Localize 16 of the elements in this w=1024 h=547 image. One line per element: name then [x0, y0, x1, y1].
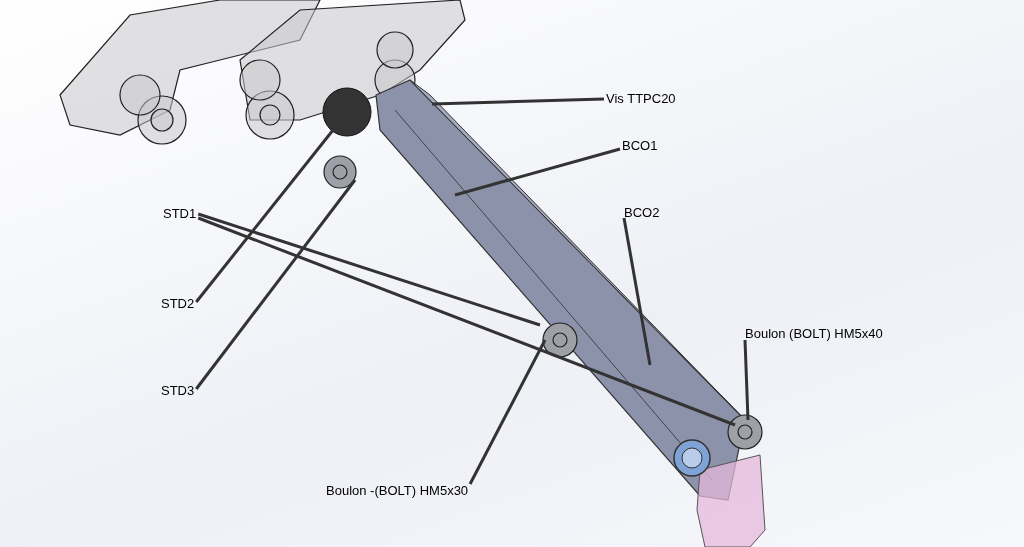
part-label: Vis TTPC20	[606, 91, 676, 106]
part-label: STD3	[161, 383, 195, 398]
part-label: STD1	[163, 206, 197, 221]
leader-line	[743, 339, 750, 421]
leader-line	[622, 217, 652, 366]
part-label: BCO1	[622, 138, 658, 153]
leader-line	[431, 97, 605, 106]
leader-line	[195, 179, 357, 390]
part-label: Boulon (BOLT) HM5x40	[745, 326, 883, 341]
leader-line	[468, 339, 547, 485]
leader-line	[197, 212, 541, 327]
part-label: Boulon -(BOLT) HM5x30	[326, 483, 469, 498]
leader-line	[454, 147, 621, 197]
part-label: BCO2	[624, 205, 660, 220]
leader-line	[197, 216, 736, 427]
part-label: STD2	[161, 296, 195, 311]
